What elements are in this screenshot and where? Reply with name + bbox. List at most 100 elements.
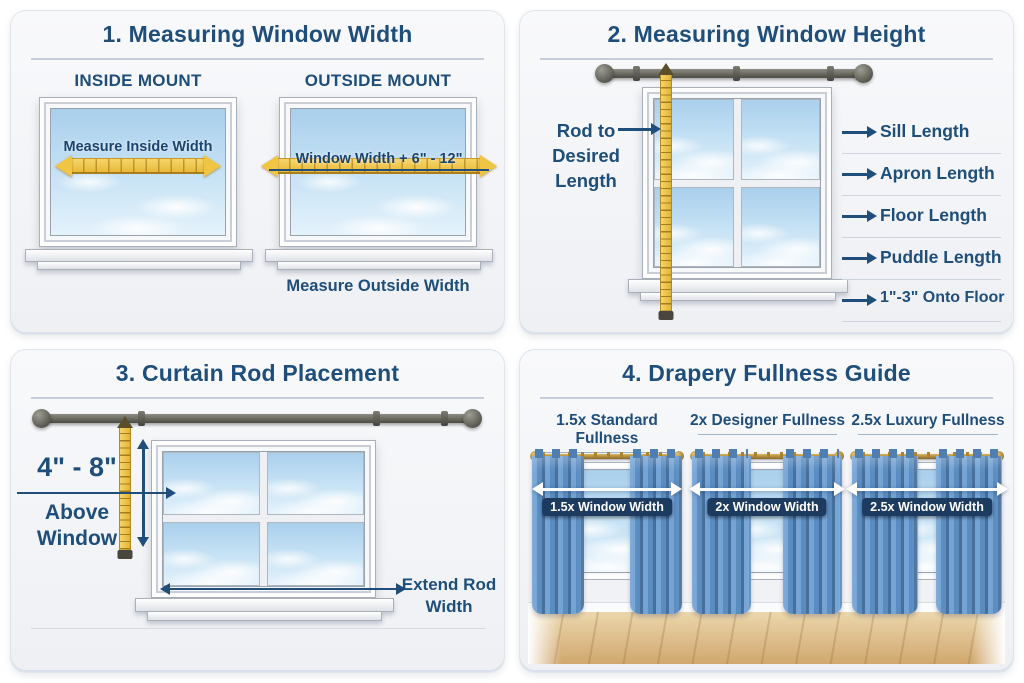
rod-collar xyxy=(733,66,740,81)
caption-text: 2.5x Luxury Fullness xyxy=(851,411,1005,429)
inside-width-tape-arrow-icon xyxy=(55,155,221,177)
curtain-rings-icon xyxy=(702,451,832,457)
curtain-panel-left xyxy=(852,448,918,614)
wood-floor xyxy=(528,611,1005,664)
caption-underline xyxy=(698,433,837,435)
height-range-label: 4" - 8" xyxy=(37,451,117,482)
rod-collar xyxy=(827,66,834,81)
right-arrow-icon xyxy=(842,299,868,302)
outside-arrow-caption: Window Width + 6" - 12" xyxy=(269,151,489,171)
outside-width-tape-arrow-icon xyxy=(261,155,497,177)
right-arrow-icon xyxy=(842,257,868,260)
length-row-floor: Floor Length xyxy=(842,196,1001,238)
title-divider xyxy=(30,58,485,60)
window-apron xyxy=(147,610,382,621)
fullness-caption-designer: 2x Designer Fullness xyxy=(689,412,846,435)
window-width-badge: 2x Window Width xyxy=(707,497,827,516)
arrow-head-left-icon xyxy=(261,155,278,177)
curtain-rings-icon xyxy=(862,451,992,457)
arrow-head-right-icon xyxy=(480,155,497,177)
right-arrow-icon xyxy=(842,173,868,176)
arrow-head-right-icon xyxy=(204,155,221,177)
length-labels-column: Sill Length Apron Length Floor Length Pu… xyxy=(842,112,1005,322)
caption-text: 2x Designer Fullness xyxy=(689,411,846,429)
curtain-panel-left xyxy=(532,448,584,614)
outside-mount-label: OUTSIDE MOUNT xyxy=(304,71,452,90)
tape-bar xyxy=(278,158,480,174)
extend-line2: Width xyxy=(425,596,473,616)
inside-arrow-caption: Measure Inside Width xyxy=(63,139,213,155)
ground-line xyxy=(31,627,486,629)
above-line1: Above xyxy=(44,500,110,524)
length-row-apron: Apron Length xyxy=(842,154,1001,196)
caption-underline xyxy=(857,433,999,435)
tape-bar xyxy=(72,158,204,174)
window-glass xyxy=(577,468,637,573)
window-pane xyxy=(740,99,820,180)
window-apron xyxy=(640,292,836,301)
window-panes xyxy=(653,98,821,268)
curtain-rings-icon xyxy=(542,451,672,457)
window-pane xyxy=(163,451,260,515)
right-arrow-icon xyxy=(842,131,868,134)
curtain-panel-left xyxy=(692,448,751,614)
rod-label-line1: Rod to xyxy=(556,120,616,141)
window xyxy=(151,439,376,598)
outside-width-caption: Measure Outside Width xyxy=(286,277,470,295)
window-width-badge: 2.5x Window Width xyxy=(862,497,992,516)
panel4-title: 4. Drapery Fullness Guide xyxy=(622,359,911,386)
length-label: Sill Length xyxy=(880,121,970,141)
width-arrow-icon xyxy=(697,487,837,491)
extend-rod-width-label: Extend Rod Width xyxy=(399,574,499,618)
window-sill xyxy=(135,597,394,612)
curtain-panel-right xyxy=(936,448,1002,614)
measuring-tape-icon xyxy=(658,63,674,320)
length-label: Puddle Length xyxy=(880,247,1002,267)
window-width-badge: 1.5x Window Width xyxy=(542,497,672,516)
drapery-unit-standard: 1.5x Window Width xyxy=(530,448,684,614)
curtain-rod-icon xyxy=(595,64,873,83)
length-row-sill: Sill Length xyxy=(842,112,1001,154)
tape-end-cap xyxy=(658,311,674,320)
rod-label-line2: Desired Length xyxy=(552,144,620,191)
panel2-title: 2. Measuring Window Height xyxy=(607,21,926,47)
panel-drapery-fullness-guide: 4. Drapery Fullness Guide 1.5x Standard … xyxy=(519,348,1014,673)
tape-end-cap xyxy=(117,549,133,559)
above-window-label: Above Window xyxy=(21,500,133,553)
left-right-arrow-icon xyxy=(169,587,397,590)
arrow-head-left-icon xyxy=(55,155,72,177)
length-label: 1"-3" Onto Floor xyxy=(880,289,1005,306)
drapery-unit-designer: 2x Window Width xyxy=(690,448,844,614)
panel3-title: 3. Curtain Rod Placement xyxy=(115,359,400,386)
curtain-panel-right xyxy=(630,448,682,614)
pointer-arrow-icon xyxy=(618,128,652,131)
length-row-onto-floor: 1"-3" Onto Floor xyxy=(842,280,1005,322)
window-apron xyxy=(277,261,481,270)
width-arrow-icon xyxy=(854,487,1000,491)
tape-arrow-up-icon xyxy=(117,415,133,428)
title-divider xyxy=(539,396,994,399)
extend-line1: Extend Rod xyxy=(401,574,497,594)
above-line2: Window xyxy=(36,526,118,550)
fullness-caption-luxury: 2.5x Luxury Fullness xyxy=(848,412,1008,435)
pointer-arrow-icon xyxy=(17,491,167,494)
window-pane xyxy=(740,186,820,267)
width-arrow-icon xyxy=(540,487,674,491)
panel-measuring-window-height: 2. Measuring Window Height xyxy=(519,10,1014,335)
window-pane xyxy=(267,522,364,586)
window-panes xyxy=(162,450,365,587)
right-arrow-icon xyxy=(842,215,868,218)
panel-curtain-rod-placement: 3. Curtain Rod Placement xyxy=(10,348,505,673)
rod-finial-icon xyxy=(463,408,482,428)
window-apron xyxy=(37,261,241,270)
rod-finial-icon xyxy=(854,64,873,83)
window-pane xyxy=(267,451,364,515)
measuring-tape-icon xyxy=(117,415,133,559)
caption-text: 1.5x Standard Fullness xyxy=(556,411,658,447)
title-divider xyxy=(30,396,485,399)
rod-collar xyxy=(373,410,380,426)
rod-collar xyxy=(441,410,448,426)
rod-finial-icon xyxy=(595,64,614,83)
window-pane xyxy=(163,522,260,586)
